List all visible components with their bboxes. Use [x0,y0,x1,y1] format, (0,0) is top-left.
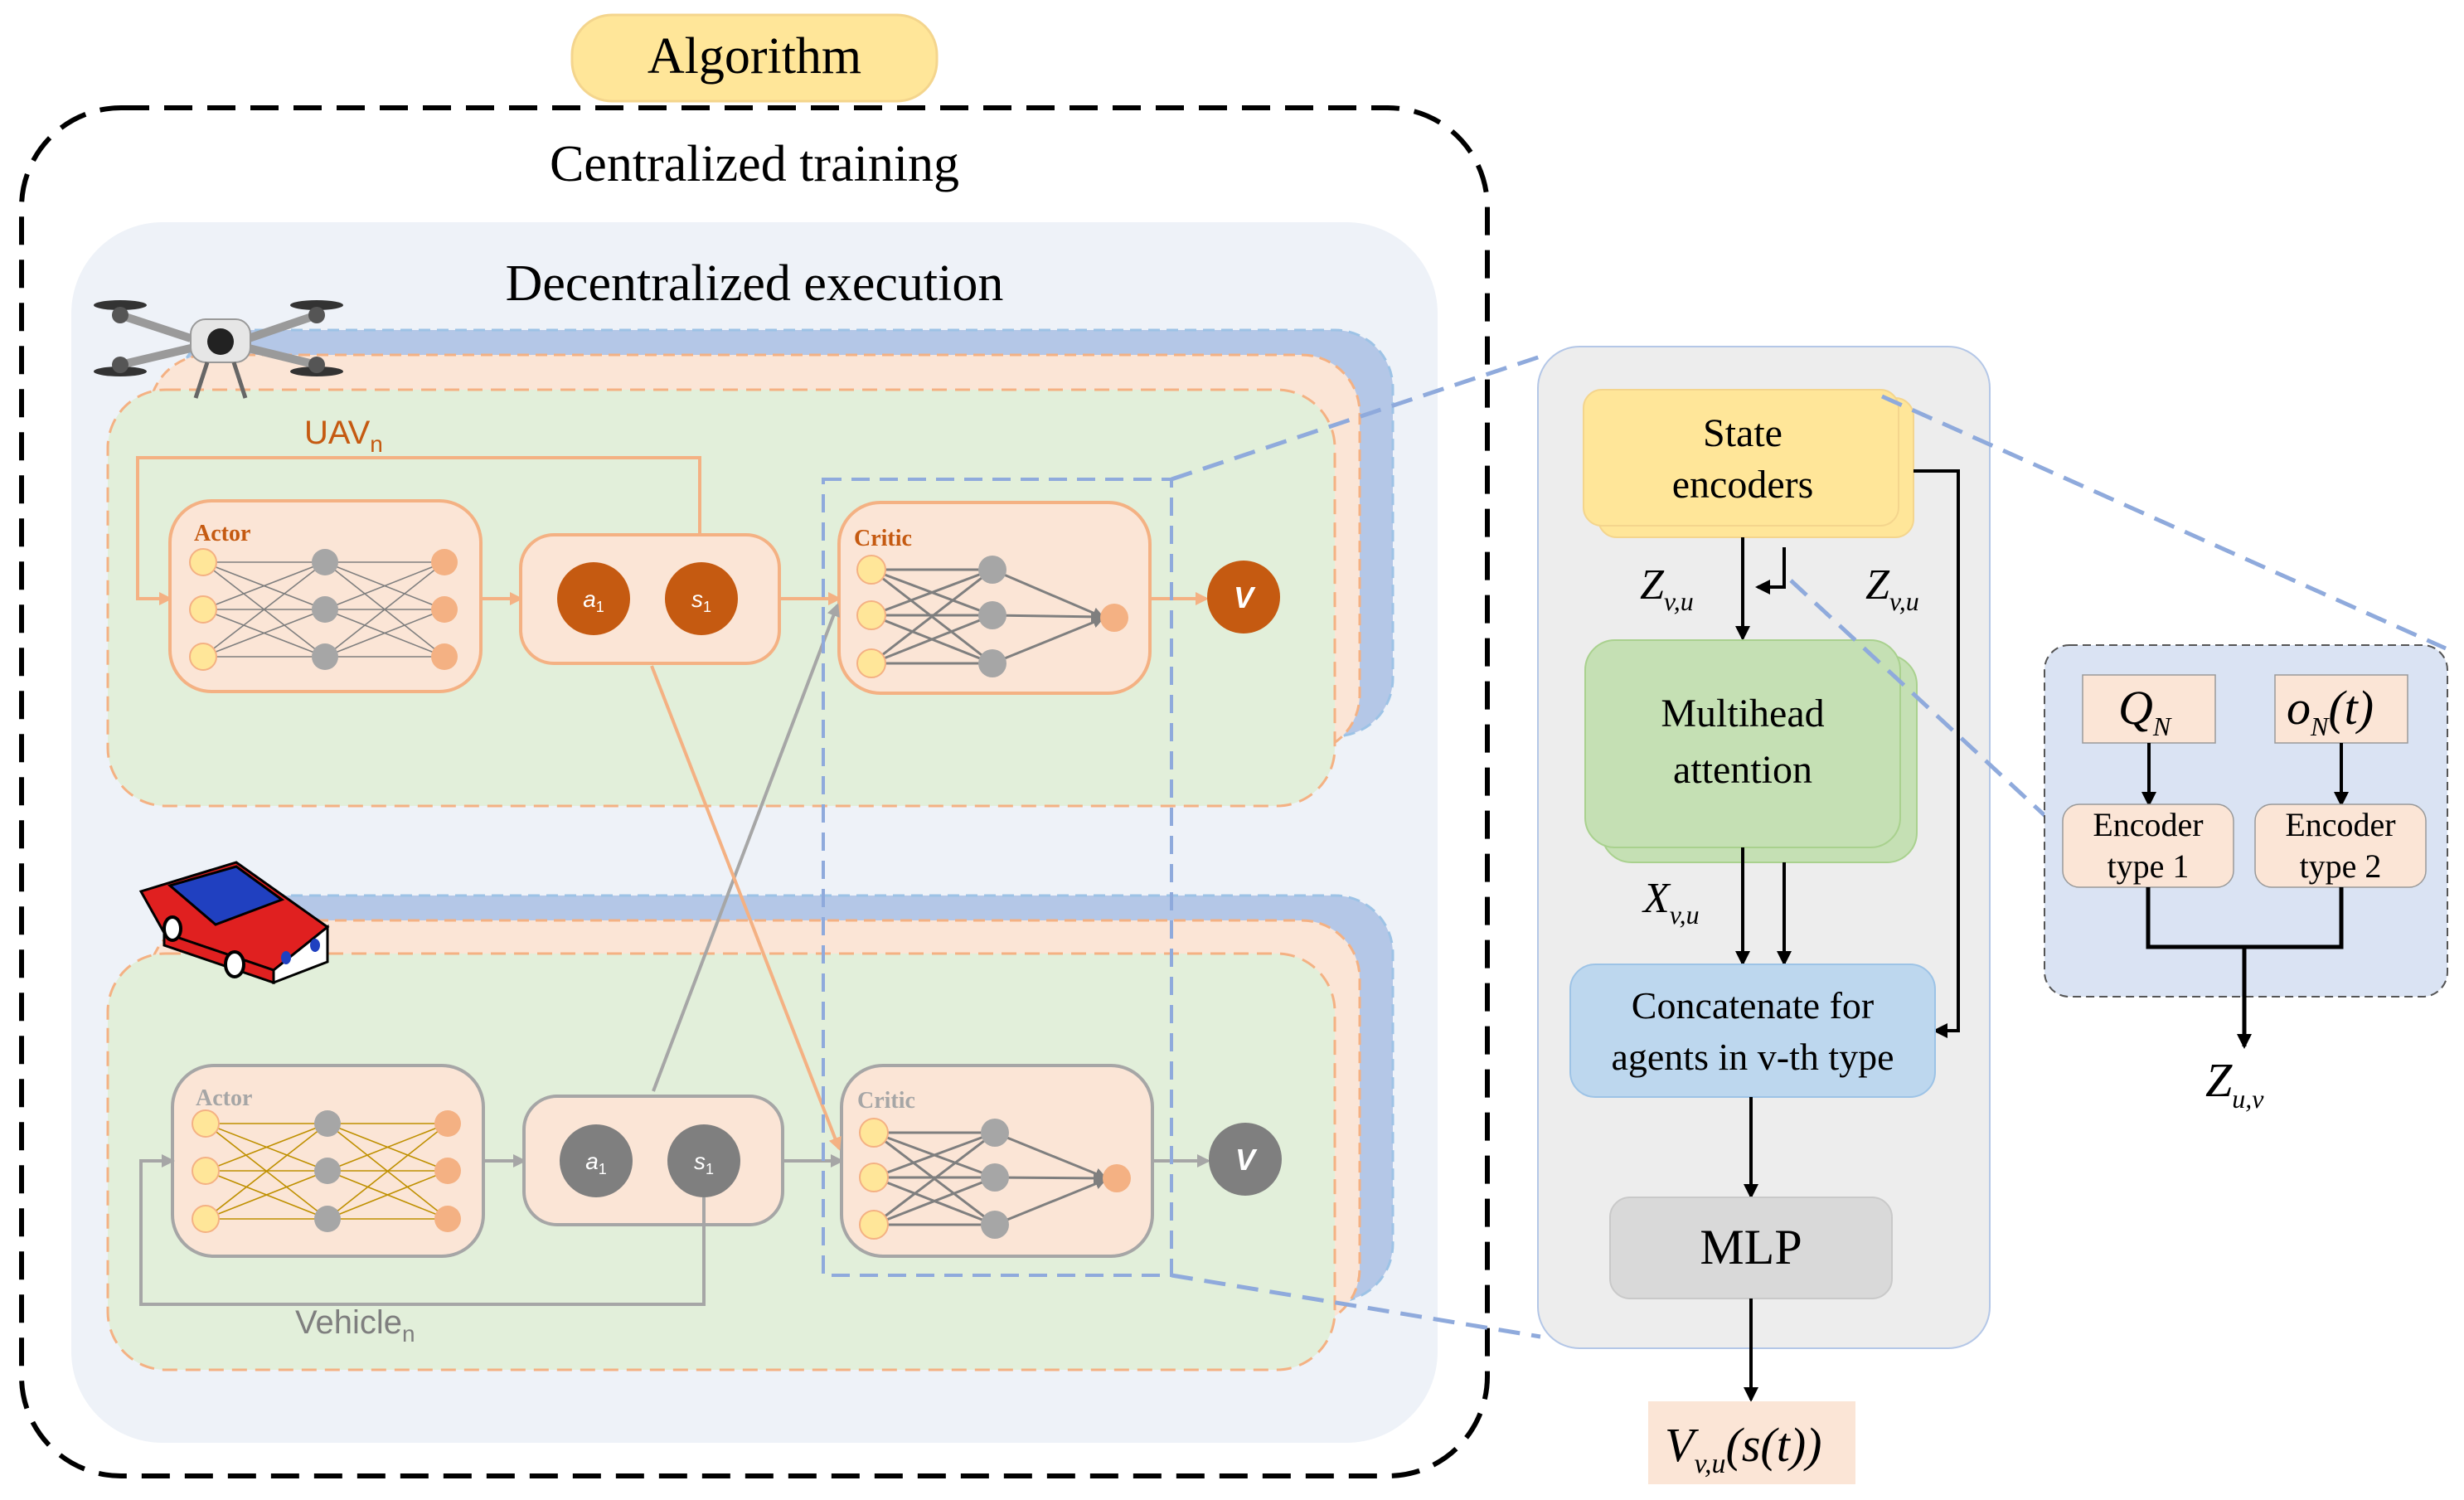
critic-output-label: Vv,u(s(t)) [1648,1401,1855,1484]
drone-icon [94,300,343,399]
encoder-type2-box: Encoder type 2 [2254,803,2427,888]
encoder-type1-box: Encoder type 1 [2062,803,2234,888]
vehicle-value-node: V [1209,1123,1282,1196]
svg-text:Vv,u(s(t)): Vv,u(s(t)) [1665,1418,1821,1479]
encoder2-line2: type 2 [2300,847,2382,885]
uav-critic-label: Critic [854,526,912,551]
encoder1-line2: type 1 [2107,847,2190,885]
concat-line2: agents in v-th type [1611,1036,1894,1078]
z-output-label: Zu,v [2205,1053,2264,1114]
vehicle-state-node [667,1124,740,1197]
vehicle-action-state-box: a1 s1 [522,1095,784,1226]
uav-actor-network: Actor [168,499,483,693]
critic-highlight-box [822,478,1173,1277]
car-icon [138,861,330,985]
vehicle-action-node [560,1124,633,1197]
uav-action-label: a1 [583,586,604,615]
svg-text:QN: QN [2118,681,2172,741]
algorithm-label: Algorithm [648,28,861,85]
attention-line1: Multihead [1661,692,1824,735]
vehicle-critic-label: Critic [857,1088,915,1114]
q-input-box: QN [2082,674,2216,744]
state-encoders-line2: encoders [1672,463,1814,507]
decentralized-execution-label: Decentralized execution [506,255,1004,312]
algorithm-tag: Algorithm [570,13,939,103]
vehicle-action-label: a1 [585,1148,607,1177]
svg-text:oN(t): oN(t) [2287,681,2374,741]
vehicle-value-label: V [1235,1143,1258,1177]
uav-value-label: V [1234,580,1256,614]
state-encoders-line1: State [1703,411,1783,455]
uav-value-node: V [1207,561,1280,633]
multihead-attention-block: Multihead attention [1584,639,1918,863]
concat-line1: Concatenate for [1632,984,1874,1027]
vehicle-actor-label: Actor [196,1085,252,1111]
uav-action-node [557,562,630,635]
attention-line2: attention [1673,748,1812,792]
encoder2-line1: Encoder [2285,806,2395,843]
uav-critic-network: Critic [837,501,1152,695]
uav-actor-label: Actor [194,521,250,546]
vehicle-critic-network: Critic [840,1064,1154,1258]
vehicle-actor-network: Actor [171,1064,485,1258]
x-label: Xv,u [1642,875,1700,930]
mlp-block: MLP [1609,1197,1893,1299]
uav-agent-label: UAVn [304,415,383,457]
encoder1-line1: Encoder [2093,806,2203,843]
uav-action-state-box: a1 s1 [519,533,781,665]
uav-state-label: s1 [691,586,711,615]
state-encoders-block: State encoders [1583,389,1914,538]
o-input-box: oN(t) [2274,674,2408,744]
centralized-training-boundary [19,105,1490,1478]
vehicle-agent-label: Vehiclen [295,1304,415,1347]
z-right-label: Zv,u [1865,561,1919,616]
mlp-label: MLP [1700,1220,1802,1274]
uav-state-node [665,562,738,635]
z-left-label: Zv,u [1640,561,1694,616]
vehicle-state-label: s1 [694,1148,714,1177]
concatenate-block: Concatenate for agents in v-th type [1569,964,1936,1098]
centralized-training-label: Centralized training [550,136,959,192]
